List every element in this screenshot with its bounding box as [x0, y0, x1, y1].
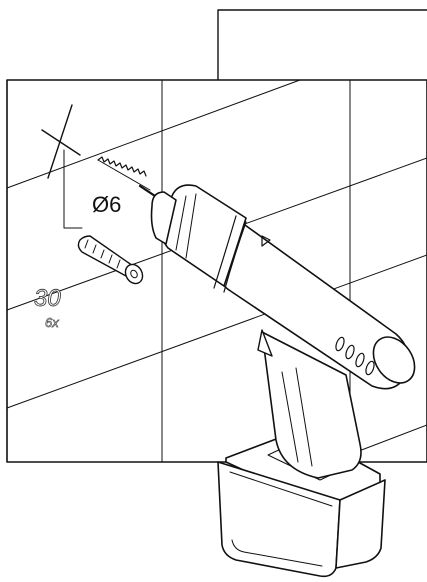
wall-plug-quantity-label: 6x — [45, 315, 59, 330]
wall-plug-length-label: 30 — [34, 285, 61, 312]
wall-plug-icon — [77, 235, 144, 285]
cordless-drill-icon — [150, 184, 416, 578]
drill-bit-diameter-label: Ø6 — [92, 192, 121, 217]
marking-cross-icon — [41, 104, 83, 229]
back-panel — [217, 9, 427, 81]
motor-vents — [335, 336, 375, 376]
